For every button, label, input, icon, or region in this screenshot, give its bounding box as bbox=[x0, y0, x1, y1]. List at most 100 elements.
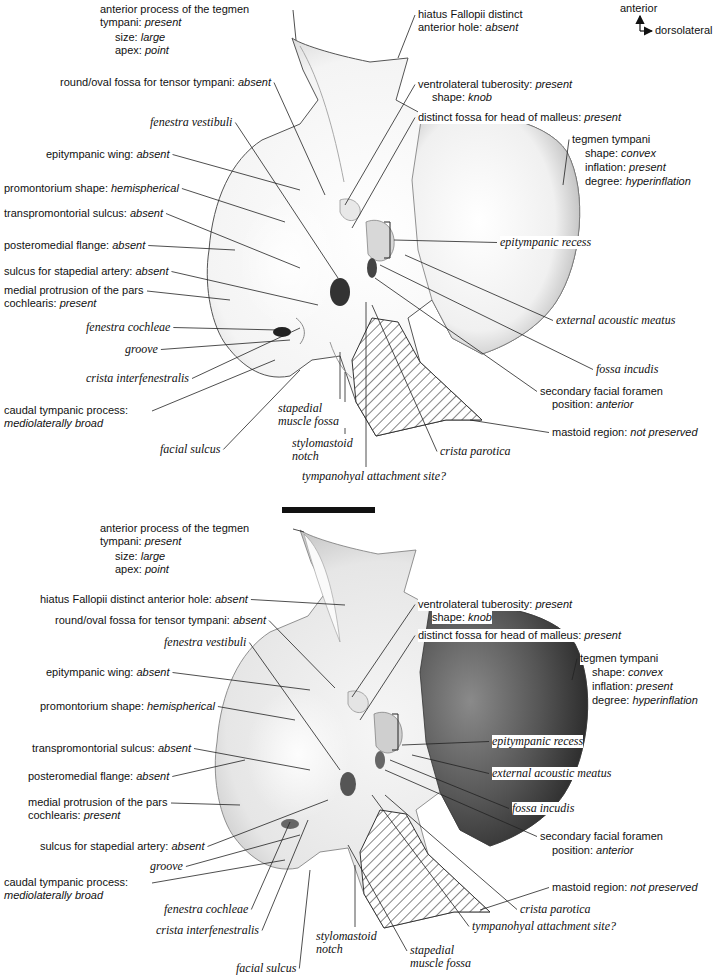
character-name: shape: bbox=[592, 666, 628, 678]
character-state: present bbox=[584, 629, 621, 641]
leader-line bbox=[173, 328, 278, 331]
anatomical-term: fenestra cochleae bbox=[164, 903, 248, 916]
leader-line bbox=[345, 85, 415, 206]
character-state-label: degree: hyperinflation bbox=[585, 175, 691, 188]
character-state-label: hiatus Fallopii distinct anterior hole: … bbox=[418, 8, 558, 34]
character-state: present bbox=[636, 680, 673, 692]
anatomical-term: facial sulcus bbox=[160, 443, 220, 456]
anatomical-term: crista parotica bbox=[440, 445, 511, 458]
anatomical-term: facial sulcus bbox=[236, 962, 296, 975]
character-name: position: bbox=[552, 398, 596, 410]
anatomical-term: stylomastoid notch bbox=[316, 930, 386, 956]
character-state: point bbox=[145, 44, 169, 56]
character-state-label: shape: knob bbox=[432, 91, 492, 104]
character-state-label: posteromedial flange: absent bbox=[4, 239, 145, 252]
character-state: mediolaterally broad bbox=[4, 417, 103, 429]
character-state-label: promontorium shape: hemispherical bbox=[4, 182, 179, 195]
character-state: anterior bbox=[596, 844, 633, 856]
leader-line bbox=[372, 305, 437, 452]
leader-line bbox=[340, 352, 341, 399]
character-state: absent bbox=[135, 265, 168, 277]
leader-line bbox=[366, 302, 367, 467]
character-name: degree: bbox=[585, 175, 625, 187]
character-state-label: secondary facial foramen bbox=[540, 385, 663, 398]
character-state: present bbox=[535, 598, 572, 610]
leader-line bbox=[293, 529, 304, 532]
anatomical-term: external acoustic meatus bbox=[556, 314, 675, 327]
character-state: present bbox=[584, 111, 621, 123]
character-name: transpromontorial sulcus: bbox=[32, 742, 158, 754]
character-name: round/oval fossa for tensor tympani: bbox=[60, 76, 238, 88]
character-state-label: transpromontorial sulcus: absent bbox=[32, 742, 191, 755]
leader-line bbox=[173, 155, 300, 191]
leader-line bbox=[147, 291, 230, 300]
character-state-label: caudal tympanic process: mediolaterally … bbox=[4, 404, 149, 430]
character-name: distinct fossa for head of malleus: bbox=[418, 629, 584, 641]
leader-line bbox=[360, 636, 415, 721]
leader-line bbox=[262, 820, 308, 931]
character-name: caudal tympanic process: bbox=[4, 876, 128, 888]
character-state: present bbox=[84, 809, 121, 821]
leader-line bbox=[355, 865, 356, 927]
character-state-label: inflation: present bbox=[592, 680, 673, 693]
character-state-label: round/oval fossa for tensor tympani: abs… bbox=[60, 76, 271, 89]
leader-line bbox=[251, 600, 345, 606]
character-state-label: mastoid region: not preserved bbox=[552, 426, 698, 439]
character-state-label: position: anterior bbox=[552, 398, 633, 411]
character-state: convex bbox=[621, 147, 656, 159]
scale-bar bbox=[282, 507, 375, 513]
character-state: hemispherical bbox=[111, 182, 179, 194]
leader-line bbox=[171, 272, 318, 306]
leader-line bbox=[166, 214, 300, 269]
character-state-label: secondary facial foramen bbox=[540, 830, 663, 843]
character-state-label: degree: hyperinflation bbox=[592, 694, 698, 707]
character-state: not preserved bbox=[630, 426, 697, 438]
character-name: shape: bbox=[432, 611, 468, 623]
anatomical-term: stapedial muscle fossa bbox=[278, 402, 348, 428]
character-state-label: apex: point bbox=[115, 563, 169, 576]
character-name: transpromontorial sulcus: bbox=[4, 207, 130, 219]
anatomical-term: fossa incudis bbox=[596, 363, 658, 376]
character-state: present bbox=[629, 161, 666, 173]
leader-line bbox=[299, 870, 310, 969]
character-state: anterior bbox=[596, 398, 633, 410]
leader-line bbox=[470, 420, 549, 433]
character-state: not preserved bbox=[630, 881, 697, 893]
character-name: posteromedial flange: bbox=[28, 770, 136, 782]
character-name: position: bbox=[552, 844, 596, 856]
anatomical-term: external acoustic meatus bbox=[492, 767, 611, 780]
character-name: apex: bbox=[115, 44, 145, 56]
character-state-label: position: anterior bbox=[552, 844, 633, 857]
leader-line bbox=[207, 800, 328, 847]
character-state: absent bbox=[171, 840, 204, 852]
anatomical-term: fenestra vestibuli bbox=[150, 116, 232, 129]
character-name: shape: bbox=[432, 91, 468, 103]
character-state: point bbox=[145, 563, 169, 575]
anatomical-term: groove bbox=[125, 343, 158, 356]
anatomical-term: fenestra vestibuli bbox=[164, 636, 246, 649]
character-name: round/oval fossa for tensor tympani: bbox=[55, 614, 233, 626]
character-name: distinct fossa for head of malleus: bbox=[418, 111, 584, 123]
leader-line bbox=[398, 15, 415, 58]
character-state-label: size: large bbox=[115, 550, 165, 563]
leader-line bbox=[192, 328, 300, 379]
character-state-label: posteromedial flange: absent bbox=[28, 770, 169, 783]
character-state: absent bbox=[215, 593, 248, 605]
character-state: knob bbox=[468, 91, 492, 103]
character-name: inflation: bbox=[585, 161, 629, 173]
character-name: ventrolateral tuberosity: bbox=[418, 598, 535, 610]
character-name: epitympanic wing: bbox=[46, 666, 137, 678]
character-state-label: shape: convex bbox=[592, 666, 663, 679]
character-state-label: epitympanic wing: absent bbox=[46, 666, 170, 679]
anatomical-term: fossa incudis bbox=[512, 802, 574, 815]
leader-line bbox=[372, 795, 469, 927]
character-state: knob bbox=[468, 611, 492, 623]
character-state: convex bbox=[628, 666, 663, 678]
character-state-label: transpromontorial sulcus: absent bbox=[4, 207, 163, 220]
character-state-label: distinct fossa for head of malleus: pres… bbox=[418, 111, 621, 124]
character-state-label: sulcus for stapedial artery: absent bbox=[40, 840, 204, 853]
character-state-label: hiatus Fallopii distinct anterior hole: … bbox=[40, 593, 248, 606]
character-state: large bbox=[141, 31, 165, 43]
anatomical-term: stapedial muscle fossa bbox=[410, 944, 480, 970]
leader-line bbox=[182, 189, 285, 223]
